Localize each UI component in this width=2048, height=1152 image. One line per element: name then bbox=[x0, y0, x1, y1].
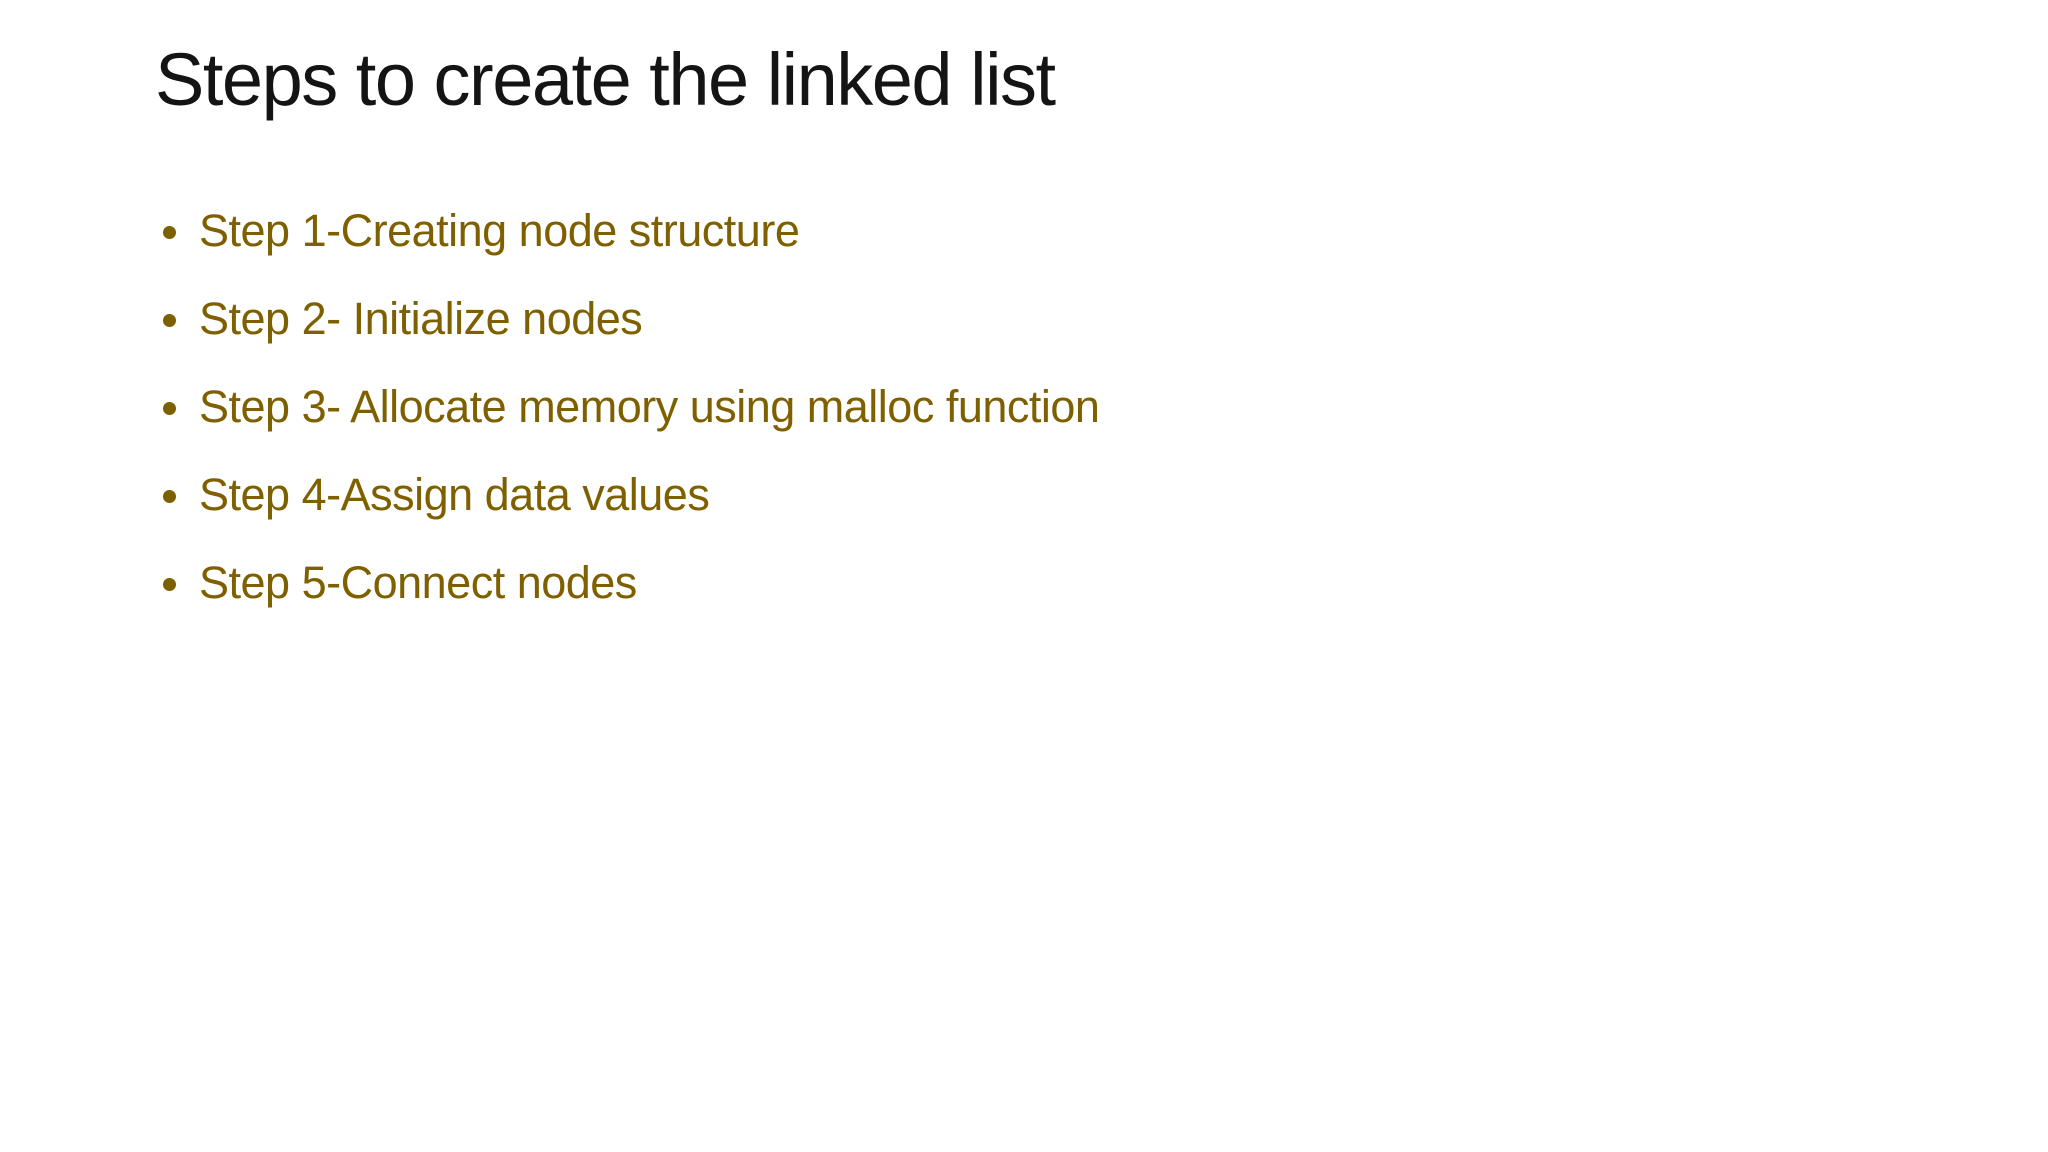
bullet-dot-icon bbox=[163, 577, 176, 591]
bullet-item-step-2: Step 2- Initialize nodes bbox=[163, 274, 1099, 362]
bullet-text-step-5: Step 5-Connect nodes bbox=[199, 556, 637, 608]
bullet-text-step-1: Step 1-Creating node structure bbox=[199, 204, 800, 256]
bullet-item-step-1: Step 1-Creating node structure bbox=[163, 186, 1099, 274]
bullet-text-step-2: Step 2- Initialize nodes bbox=[199, 292, 643, 344]
bullet-dot-icon bbox=[163, 401, 176, 415]
bullet-dot-icon bbox=[163, 225, 176, 239]
bullet-text-step-4: Step 4-Assign data values bbox=[199, 468, 710, 520]
slide-title: Steps to create the linked list bbox=[155, 38, 1056, 121]
bullet-dot-icon bbox=[163, 489, 176, 503]
bullet-item-step-3: Step 3- Allocate memory using malloc fun… bbox=[163, 362, 1100, 450]
bullet-item-step-4: Step 4-Assign data values bbox=[163, 450, 1099, 538]
bullet-list: Step 1-Creating node structure Step 2- I… bbox=[163, 186, 1100, 626]
bullet-dot-icon bbox=[163, 313, 176, 327]
bullet-item-step-5: Step 5-Connect nodes bbox=[163, 538, 1099, 626]
bullet-text-step-3: Step 3- Allocate memory using malloc fun… bbox=[199, 380, 1100, 432]
